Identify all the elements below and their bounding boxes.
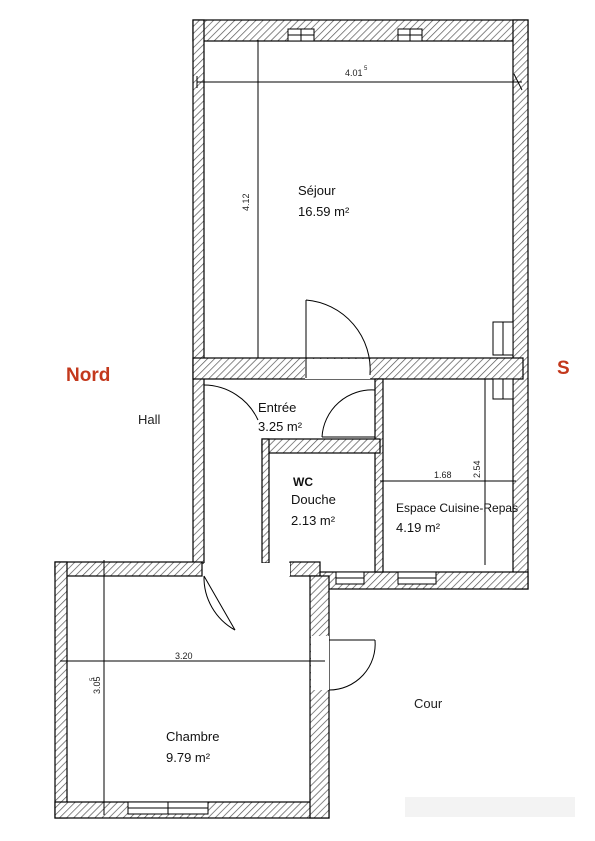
door-chambre	[203, 575, 236, 631]
dim-cuisine-width: 1.68	[434, 470, 452, 480]
wall-top	[192, 19, 529, 42]
door-sejour	[305, 299, 371, 378]
room-chambre-area: 9.79 m²	[166, 750, 211, 765]
dim-cuisine-height: 2.54	[472, 460, 482, 478]
wall-chambre-right	[309, 575, 330, 819]
dim-chambre-height: 3.05	[92, 676, 102, 694]
room-sejour-name: Séjour	[298, 183, 336, 198]
label-sud-fragment: S	[557, 358, 570, 379]
window-sejour-side	[492, 321, 514, 356]
dim-chambre-width: 3.20	[175, 651, 193, 661]
window-cuisine-side	[492, 378, 514, 400]
wall-wc-top	[261, 438, 381, 454]
wall-chambre-top-right	[289, 561, 321, 577]
room-cuisine-name: Espace Cuisine-Repas	[396, 501, 518, 515]
label-cour: Cour	[414, 696, 443, 711]
label-hall: Hall	[138, 412, 161, 427]
label-nord: Nord	[66, 365, 110, 386]
door-entree	[203, 384, 259, 446]
room-wc-name: WC	[293, 475, 313, 489]
window-chambre-bottom	[127, 801, 209, 815]
door-cour	[328, 639, 376, 691]
room-sejour-area: 16.59 m²	[298, 204, 350, 219]
window-cuisine-bottom-right	[397, 571, 437, 585]
dim-chambre-height-sup: 5	[90, 677, 96, 681]
dimension-lines	[60, 40, 523, 815]
window-sejour-right	[397, 28, 423, 42]
window-cuisine-bottom-left	[335, 571, 365, 585]
openings	[204, 359, 374, 690]
room-chambre-name: Chambre	[166, 729, 219, 744]
dim-sejour-width-sup: 5	[364, 66, 368, 72]
room-wc-area: 2.13 m²	[291, 513, 336, 528]
room-entree-area: 3.25 m²	[258, 419, 303, 434]
wall-chambre-left	[54, 561, 68, 819]
windows	[127, 28, 514, 815]
room-entree-name: Entrée	[258, 400, 296, 415]
wall-chambre-top	[54, 561, 203, 577]
room-wc-subname: Douche	[291, 492, 336, 507]
door-wc	[321, 389, 376, 438]
wall-entree-cuisine	[374, 378, 384, 573]
room-cuisine-area: 4.19 m²	[396, 520, 441, 535]
dim-sejour-height: 4.12	[241, 193, 251, 211]
doors	[203, 299, 376, 691]
wall-left-upper	[192, 19, 205, 564]
walls	[54, 19, 529, 819]
wall-wc-left	[261, 438, 270, 564]
dim-sejour-width: 4.01	[345, 68, 363, 78]
window-sejour-left	[287, 28, 315, 42]
faint-strip	[405, 797, 575, 817]
